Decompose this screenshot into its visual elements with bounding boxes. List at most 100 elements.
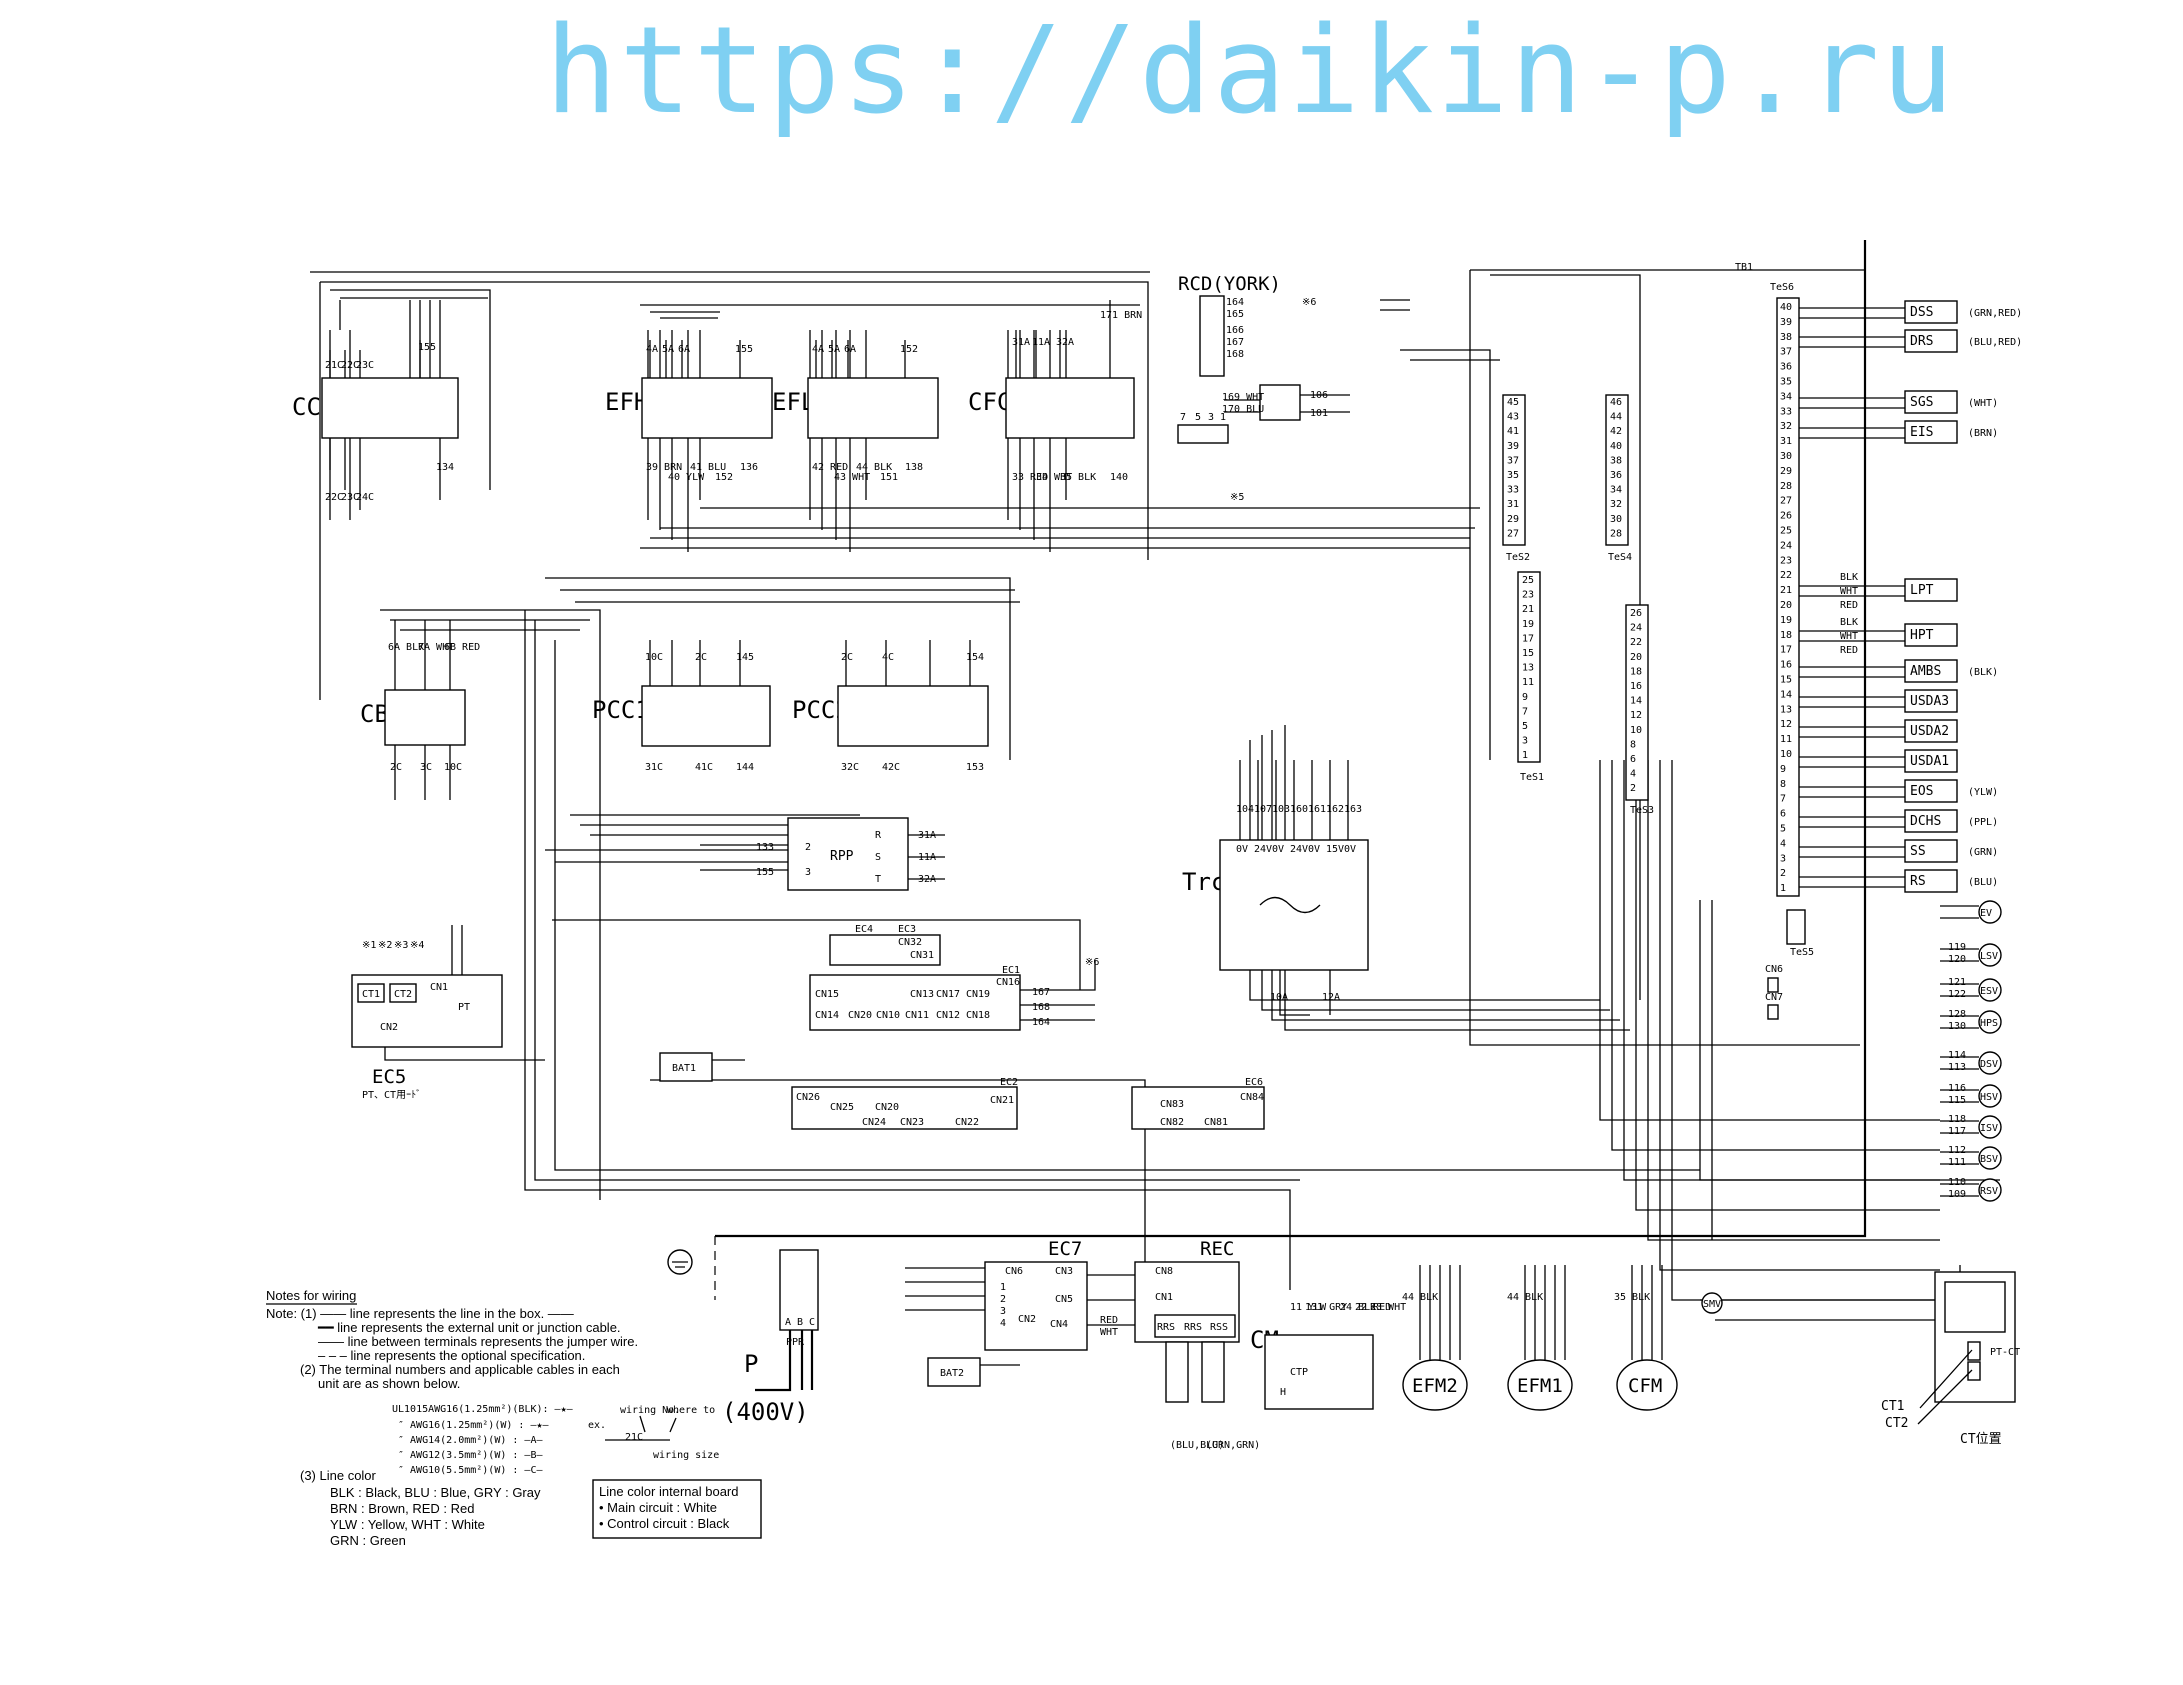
valve-ev: EV [1940,900,2002,924]
svg-text:where to: where to [667,1405,715,1416]
svg-text:PT: PT [458,1002,470,1013]
svg-text:40 YLW: 40 YLW [668,472,705,483]
svg-text:PT、CT用ｰﾄﾞ: PT、CT用ｰﾄﾞ [362,1089,421,1101]
svg-text:11A: 11A [1032,337,1050,348]
ct-unit-ec5: CT1 CT2 ※1 ※2 ※3 ※4 CN1 CN2 PT EC5 PT、CT… [351,925,545,1101]
terminal-number: 13 [1780,704,1792,715]
svg-text:1: 1 [1000,1282,1006,1293]
svg-text:1: 1 [1220,412,1226,423]
svg-text:• Main circuit : White: • Main circuit : White [599,1500,717,1515]
svg-text:154: 154 [966,652,984,663]
svg-text:TeS1: TeS1 [1520,772,1544,783]
svg-text:0V: 0V [1308,844,1320,855]
terminal-number: 42 [1610,426,1622,437]
valve-wire: 122 [1948,989,1966,1000]
svg-text:164: 164 [1226,297,1244,308]
sensor-lpt: LPT [1799,578,1958,602]
svg-text:CN82: CN82 [1160,1117,1184,1128]
svg-text:171 BRN: 171 BRN [1100,310,1142,321]
svg-text:5A: 5A [662,344,674,355]
svg-text:24 BLK: 24 BLK [1340,1302,1376,1313]
svg-text:CN15: CN15 [815,989,839,1000]
svg-text:144: 144 [736,762,754,773]
svg-text:5A: 5A [828,344,840,355]
terminal-number: 38 [1610,455,1622,466]
terminal-number: 33 [1780,406,1792,417]
svg-text:wiring No.: wiring No. [620,1405,680,1416]
sensor-dchs: DCHS(PPL) [1799,809,1998,833]
wire-color: BLK [1840,572,1858,583]
svg-text:42C: 42C [882,762,900,773]
terminal-number: 12 [1780,719,1792,730]
valve-label: DSV [1980,1059,1998,1070]
svg-text:EC2: EC2 [1000,1077,1018,1088]
terminal-number: 16 [1780,660,1792,671]
valve-wire: 118 [1948,1114,1966,1125]
contactor-efl: EFL 4A 5A 6A 152 42 RED 43 WHT 44 BLK 15… [772,340,939,483]
svg-text:EC5: EC5 [372,1066,406,1088]
svg-text:43 WHT: 43 WHT [834,472,870,483]
svg-text:YLW : Yellow, WHT : White: YLW : Yellow, WHT : White [330,1517,485,1532]
terminal-number: 22 [1630,637,1642,648]
terminal-blocks: TeS2 TeS4 TeS1 TeS3 TeS5 TeS6 TB1 454341… [1502,262,1814,958]
svg-text:167: 167 [1226,337,1244,348]
terminal-number: 37 [1780,347,1792,358]
svg-text:3: 3 [1000,1306,1006,1317]
terminal-number: 14 [1780,689,1792,700]
sensor-dss: DSS(GRN,RED) [1799,300,2022,324]
svg-text:22C: 22C [325,492,343,503]
svg-text:168: 168 [1032,1002,1050,1013]
svg-text:44 BLK: 44 BLK [1507,1292,1543,1303]
svg-text:23C: 23C [341,492,359,503]
sensor-eos: EOS(YLW) [1799,779,1998,803]
terminal-number: 6 [1630,754,1636,765]
svg-text:━━ line represents the externa: ━━ line represents the external unit or … [317,1320,621,1335]
valve-wire: 110 [1948,1177,1966,1188]
svg-text:REC: REC [1200,1238,1234,1260]
svg-text:CN13: CN13 [910,989,934,1000]
svg-text:0V: 0V [1272,844,1284,855]
contactor-pcc2: PCC2 2C 4C 154 32C 42C 153 [792,640,989,773]
terminal-number: 7 [1780,794,1786,805]
svg-text:CT2: CT2 [1885,1416,1908,1431]
svg-text:CTP: CTP [1290,1367,1308,1378]
terminal-number: 44 [1610,412,1622,423]
svg-text:10C: 10C [444,762,462,773]
svg-text:CN84: CN84 [1240,1092,1264,1103]
valve-label: ISV [1980,1123,1998,1134]
sensor-color: (BRN) [1968,428,1998,439]
terminal-number: 34 [1780,391,1792,402]
svg-text:CN32: CN32 [898,937,922,948]
svg-text:24C: 24C [356,492,374,503]
terminal-number: 36 [1610,470,1622,481]
valve-wire: 120 [1948,954,1966,965]
svg-text:6A: 6A [844,344,856,355]
svg-text:6A: 6A [678,344,690,355]
svg-text:35 BLK: 35 BLK [1614,1292,1650,1303]
svg-text:152: 152 [715,472,733,483]
valve-wire: 116 [1948,1083,1966,1094]
svg-text:BAT1: BAT1 [672,1063,696,1074]
svg-text:″ AWG12(3.5mm²)(W) : —B—: ″ AWG12(3.5mm²)(W) : —B— [398,1450,543,1461]
terminal-number: 19 [1780,615,1792,626]
svg-text:6A BLK: 6A BLK [388,642,424,653]
valve-label: RSV [1980,1186,1998,1197]
terminal-number: 30 [1610,514,1622,525]
valves: EVLSV119120ESV121122HPS128130DSV114113HS… [1940,900,2002,1202]
svg-text:EC3: EC3 [898,924,916,935]
svg-text:※4: ※4 [410,940,424,951]
terminal-number: 39 [1780,317,1792,328]
svg-text:153: 153 [966,762,984,773]
svg-text:11 YLW: 11 YLW [1290,1302,1327,1313]
terminal-number: 17 [1522,633,1534,644]
svg-text:PPR: PPR [786,1337,805,1348]
svg-text:Notes for wiring: Notes for wiring [266,1288,356,1303]
terminal-number: 21 [1522,604,1534,615]
svg-text:2: 2 [805,842,811,853]
ct-position-inset: PT-CT CT1 CT2 CT位置 [1881,1271,2020,1447]
svg-text:Trc: Trc [1182,868,1225,896]
terminal-number: 13 [1522,663,1534,674]
terminal-number: 20 [1780,600,1792,611]
svg-text:CN21: CN21 [990,1095,1014,1106]
